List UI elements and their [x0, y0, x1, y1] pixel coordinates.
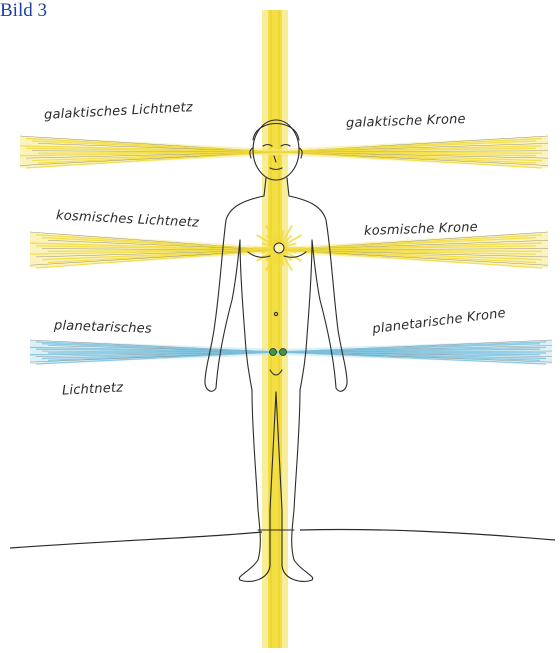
figure-caption: Bild 3 — [0, 0, 47, 22]
label-planetary-net-line2: Lichtnetz — [62, 380, 124, 398]
heart-point — [274, 243, 284, 253]
planetary-bundle — [30, 340, 552, 364]
sacral-point-right — [280, 349, 287, 356]
vertical-light-column — [262, 10, 288, 648]
sacral-point-left — [270, 349, 277, 356]
